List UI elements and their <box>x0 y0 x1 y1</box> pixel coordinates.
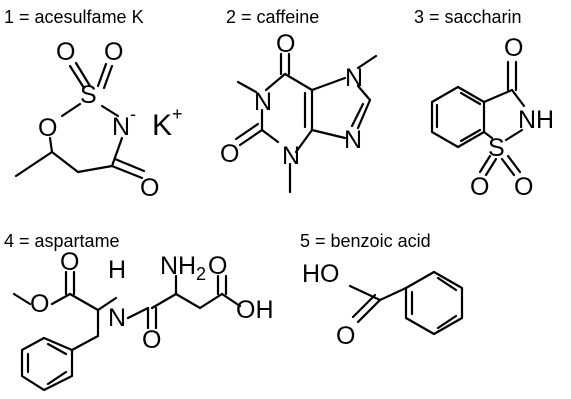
atom-nitrogen-h: NH <box>518 106 554 134</box>
atom-nitrogen: N <box>345 64 363 92</box>
atom-oxygen: O <box>276 30 295 58</box>
caption-caffeine: 2 = caffeine <box>226 7 320 27</box>
caption-acesulfame-k: 1 = acesulfame K <box>4 7 144 27</box>
structure-saccharin: O NH S O O <box>430 34 554 201</box>
structure-aspartame: O O H N NH 2 O O OH <box>12 248 274 392</box>
structure-benzoic-acid: HO O <box>302 260 464 350</box>
atom-oxygen: O <box>56 38 75 66</box>
caption-aspartame: 4 = aspartame <box>4 231 120 251</box>
charge-minus: - <box>130 104 136 124</box>
atom-sulfur: S <box>488 134 505 162</box>
atom-oxygen: O <box>504 34 523 62</box>
structure-acesulfame-k: O O S N - K + O O <box>14 38 183 202</box>
atom-hydroxyl: HO <box>302 260 340 288</box>
atom-oxygen: O <box>142 326 161 354</box>
atom-amine-subscript: 2 <box>196 264 206 284</box>
atom-oxygen: O <box>38 114 57 142</box>
atom-amine: NH <box>160 252 196 280</box>
atom-oxygen: O <box>220 140 239 168</box>
atom-oxygen: O <box>104 38 123 66</box>
structure-caffeine: O N N N N O <box>220 30 378 194</box>
atom-nitrogen: N <box>112 113 130 141</box>
atom-nitrogen: N <box>282 142 300 170</box>
atom-oxygen: O <box>514 173 533 201</box>
caption-saccharin: 3 = saccharin <box>414 7 522 27</box>
atom-oxygen: O <box>60 248 79 276</box>
atom-oxygen: O <box>470 173 489 201</box>
atom-oxygen: O <box>208 252 227 280</box>
charge-plus: + <box>172 104 183 124</box>
atom-nitrogen: N <box>254 88 272 116</box>
atom-sulfur: S <box>80 81 97 109</box>
atom-nitrogen: N <box>108 304 126 332</box>
atom-nitrogen: N <box>344 126 362 154</box>
atom-oxygen: O <box>336 322 355 350</box>
atom-oxygen: O <box>140 174 159 202</box>
atom-hydrogen: H <box>108 256 126 284</box>
atom-oxygen: O <box>30 290 49 318</box>
caption-benzoic-acid: 5 = benzoic acid <box>300 231 431 251</box>
atom-hydroxyl: OH <box>236 296 274 324</box>
atom-potassium: K <box>152 109 172 142</box>
